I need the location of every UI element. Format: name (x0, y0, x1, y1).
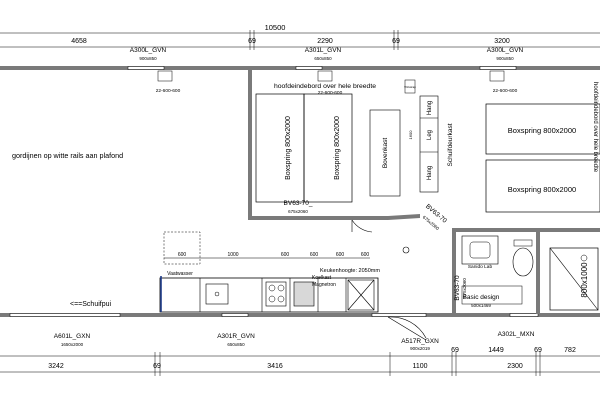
cooktop (265, 281, 287, 307)
door-a517r-code: A517R_GXN (401, 338, 439, 345)
top-dim-5: 3200 (494, 38, 510, 45)
window-size-a300l: 900x850 (139, 56, 157, 61)
bottom-dim-2: 69 (153, 363, 161, 370)
window-size-a601l: 1650x2000 (61, 342, 84, 347)
top-dim-2: 69 (248, 38, 256, 45)
leg-label: Leg (427, 130, 433, 140)
boxspring-right-2-label: Boxspring 800x2000 (508, 185, 576, 194)
bottom-dim-4: 1100 (412, 363, 427, 370)
boxspring-left-2 (303, 93, 353, 203)
boxspring-left-1 (255, 93, 305, 203)
kitchen-height-note: Keukenhoogte: 2050mm (320, 268, 380, 274)
door-bv63-vert-code: BV63-70 (454, 275, 461, 301)
bottom-dim-3: 3416 (267, 363, 283, 370)
radiator-3-label: 22-600-600 (493, 88, 518, 94)
top-total-dim: 10500 (265, 23, 286, 32)
radiator-2-label: 22-600-600 (318, 90, 343, 96)
cabinet-width-label: 1600 (408, 130, 413, 140)
window-label-a300l-right: A300L_GVN (487, 47, 524, 54)
bovenkast-label: Bovenkast (382, 138, 389, 169)
boxspring-left-1-label: Boxspring 800x2000 (285, 116, 292, 180)
boxspring-right-1-label: Boxspring 800x2000 (508, 126, 576, 135)
kitchen-dim-4: 600 (310, 252, 319, 258)
bottom-windows: A601L_GXN 1650x2000 A301R_GVN 650x850 A3… (54, 331, 535, 347)
top-dimensions: 10500 4658 69 2290 69 3200 (0, 23, 600, 50)
hang-label-2: Hang (427, 166, 433, 180)
sanitary-label: Sanido Lab (468, 264, 493, 270)
kitchen-dim-2: 1000 (227, 252, 238, 258)
bottom-dim-9: 2300 (507, 363, 523, 370)
headboard-right-label: hoofdeindebord over hele breedte (592, 82, 598, 173)
window-label-a601l: A601L_GXN (54, 333, 91, 340)
kitchen-dim-1: 600 (178, 252, 187, 258)
boxspring-left-2-label: Boxspring 800x2000 (334, 116, 341, 180)
exterior-walls (0, 66, 600, 317)
kitchen-dim-5: 600 (336, 252, 345, 258)
door-bv63-vert-size: 675x2060 (462, 278, 467, 298)
shower-size-label: 800x1000 (580, 262, 589, 298)
fridge-label: Koelkast (312, 275, 332, 281)
hatch-label: Vlizotrap (404, 85, 416, 89)
right-beds: Boxspring 800x2000 Boxspring 800x2000 ho… (485, 82, 600, 213)
bottom-dim-1: 3242 (48, 363, 64, 370)
bathroom: Sanido Lab Basic design 500x1469 800x100… (461, 235, 599, 311)
shower (549, 247, 599, 311)
window-label-a301l: A301L_GVN (305, 47, 342, 54)
boxspring-right-1 (485, 103, 600, 155)
door-bv63-left-size: 675x2060 (288, 209, 308, 214)
window-size-a300l-right: 900x850 (496, 56, 514, 61)
top-dim-3: 2290 (317, 38, 333, 45)
hatch-box (404, 79, 416, 94)
microwave-label: Magnetron (312, 282, 336, 288)
boxspring-right-2 (485, 159, 600, 213)
door-bv63-left-code: BV63-70_ (284, 200, 313, 207)
basic-design-size: 500x1469 (471, 303, 491, 308)
curtains-note: gordijnen op witte rails aan plafond (12, 151, 123, 160)
washbasin (461, 235, 499, 265)
dishwasher-label: Vaatwasser (167, 271, 193, 277)
kitchen: 600 1000 600 600 600 600 Vaatwasser Keuk… (159, 231, 380, 313)
bottom-dim-6: 1449 (488, 347, 504, 354)
top-dim-4: 69 (392, 38, 400, 45)
window-label-a302l: A302L_MXN (498, 331, 535, 338)
radiator-1-label: 22-600-600 (156, 88, 181, 94)
bottom-wall (0, 313, 600, 317)
bedroom-walls (248, 70, 600, 314)
bovenkast-box (369, 109, 401, 197)
kitchen-counter (159, 277, 379, 313)
door-a517r-size: 900x2019 (410, 346, 430, 351)
radiators: 22-600-600 22-600-600 22-600-600 (156, 70, 518, 96)
toilet (512, 247, 534, 277)
left-beds: Boxspring 800x2000 Boxspring 800x2000 (255, 93, 353, 203)
light-point-icon (402, 246, 410, 254)
sliding-door-note: <==Schuifpui (70, 301, 112, 308)
kitchen-dim-3: 600 (281, 252, 290, 258)
oven (293, 281, 315, 307)
wardrobe: Bovenkast Hang Leg Hang Schuifdeurkast 1… (369, 95, 454, 197)
schuifdeurkast-label: Schuifdeurkast (447, 123, 454, 166)
window-label-a301r: A301R_GVN (217, 333, 255, 340)
sink (205, 283, 229, 305)
window-label-a300l: A300L_GVN (130, 47, 167, 54)
window-size-a301r: 650x850 (227, 342, 245, 347)
hang-label-1: Hang (427, 101, 433, 115)
bottom-dimensions: 3242 69 3416 1100 69 1449 69 782 2300 (0, 347, 600, 376)
bottom-dim-8: 782 (564, 347, 576, 354)
headboard-label: hoofdeindebord over hele breedte (274, 83, 376, 90)
bottom-dim-7: 69 (534, 347, 542, 354)
window-size-a301l: 650x850 (314, 56, 332, 61)
bottom-dim-5: 69 (451, 347, 459, 354)
top-windows: A300L_GVN 900x850 A301L_GVN 650x850 A300… (130, 47, 524, 61)
basic-design-label: Basic design (463, 294, 500, 301)
fridge-box (347, 279, 375, 311)
kitchen-dim-6: 600 (361, 252, 370, 258)
top-dim-1: 4658 (71, 38, 87, 45)
